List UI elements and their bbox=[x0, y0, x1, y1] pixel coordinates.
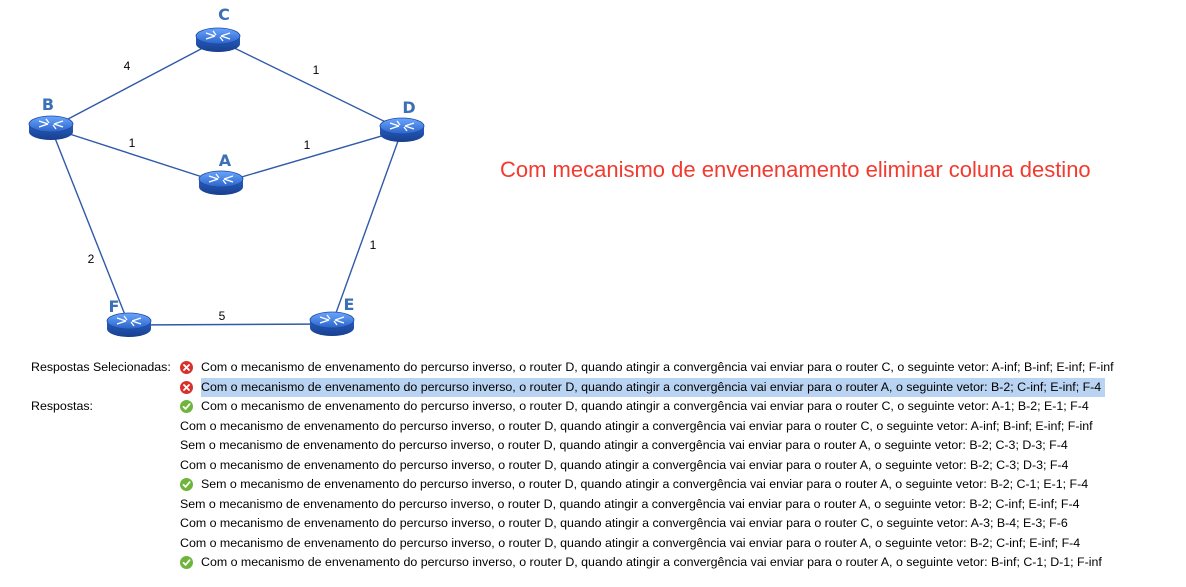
router-a-label: A bbox=[219, 151, 232, 170]
incorrect-icon bbox=[180, 361, 193, 375]
correct-icon bbox=[180, 400, 193, 414]
router-f-icon bbox=[106, 312, 152, 337]
answer-option-row: Com o mecanismo de envenamento do percur… bbox=[0, 417, 1186, 437]
link-weight-b-f: 2 bbox=[88, 252, 95, 266]
answer-text: Com o mecanismo de envenamento do percur… bbox=[180, 457, 1069, 472]
answers-section: Respostas Selecionadas: Com o mecanismo d… bbox=[0, 358, 1186, 573]
poisoning-instruction-note: Com mecanismo de envenenamento eliminar … bbox=[500, 157, 1091, 182]
answer-text: Com o mecanismo de envenamento do percur… bbox=[201, 377, 1106, 397]
answer-option-row: Sem o mecanismo de envenamento do percur… bbox=[0, 495, 1186, 515]
answer-text: Com o mecanismo de envenamento do percur… bbox=[180, 516, 1068, 530]
link-a-d bbox=[220, 129, 403, 184]
answer-option-row: Com o mecanismo de envenamento do percur… bbox=[0, 456, 1186, 476]
link-weight-b-c: 4 bbox=[124, 59, 131, 73]
correct-icon bbox=[180, 478, 193, 492]
link-d-e bbox=[331, 129, 403, 325]
answer-text: Com o mecanismo de envenamento do percur… bbox=[201, 360, 1114, 374]
router-c-label: C bbox=[218, 5, 230, 24]
router-d-icon bbox=[379, 117, 425, 142]
selected-answer-row: Com o mecanismo de envenamento do percur… bbox=[0, 377, 1186, 397]
incorrect-icon bbox=[180, 380, 193, 394]
answer-text: Com o mecanismo de envenamento do percur… bbox=[180, 418, 1093, 433]
answer-text: Sem o mecanismo de envenamento do percur… bbox=[180, 438, 1068, 452]
link-b-a bbox=[50, 127, 222, 184]
router-f-label: F bbox=[109, 297, 120, 316]
selected-answers-label: Respostas Selecionadas: bbox=[31, 360, 171, 374]
link-b-c bbox=[50, 39, 219, 129]
selected-answer-row: Respostas Selecionadas: Com o mecanismo d… bbox=[0, 358, 1186, 378]
link-weight-c-d: 1 bbox=[313, 63, 320, 77]
network-topology-diagram: 4 1 1 1 2 1 5 A B C D E F bbox=[28, 5, 425, 337]
answer-text: Com o mecanismo de envenamento do percur… bbox=[201, 555, 1102, 569]
answer-option-row: Sem o mecanismo de envenamento do percur… bbox=[0, 475, 1186, 495]
router-b-label: B bbox=[42, 95, 54, 114]
answers-label: Respostas: bbox=[31, 399, 93, 413]
link-weight-b-a: 1 bbox=[129, 136, 136, 150]
link-b-f bbox=[50, 127, 130, 326]
router-c-icon bbox=[195, 27, 241, 52]
link-weight-f-e: 5 bbox=[219, 309, 226, 323]
answer-option-row: Com o mecanismo de envenamento do percur… bbox=[0, 514, 1186, 534]
answer-option-row: Com o mecanismo de envenamento do percur… bbox=[0, 534, 1186, 554]
answer-text: Sem o mecanismo de envenamento do percur… bbox=[201, 477, 1089, 491]
link-weight-d-e: 1 bbox=[370, 238, 377, 252]
answer-text: Com o mecanismo de envenamento do percur… bbox=[180, 535, 1081, 550]
router-e-label: E bbox=[344, 295, 355, 314]
link-weight-a-d: 1 bbox=[304, 138, 311, 152]
link-f-e bbox=[128, 323, 333, 326]
router-b-icon bbox=[28, 115, 74, 140]
answer-option-row: Sem o mecanismo de envenamento do percur… bbox=[0, 436, 1186, 456]
correct-icon bbox=[180, 556, 193, 570]
answer-text: Com o mecanismo de envenamento do percur… bbox=[201, 399, 1089, 413]
answer-option-row: Respostas: Com o mecanismo de envenamento… bbox=[0, 397, 1186, 417]
router-e-icon bbox=[309, 311, 355, 336]
link-c-d bbox=[217, 39, 403, 131]
answer-option-row: Com o mecanismo de envenamento do percur… bbox=[0, 553, 1186, 573]
router-d-label: D bbox=[402, 98, 415, 117]
router-a-icon bbox=[198, 170, 244, 195]
answer-text: Sem o mecanismo de envenamento do percur… bbox=[180, 496, 1080, 511]
